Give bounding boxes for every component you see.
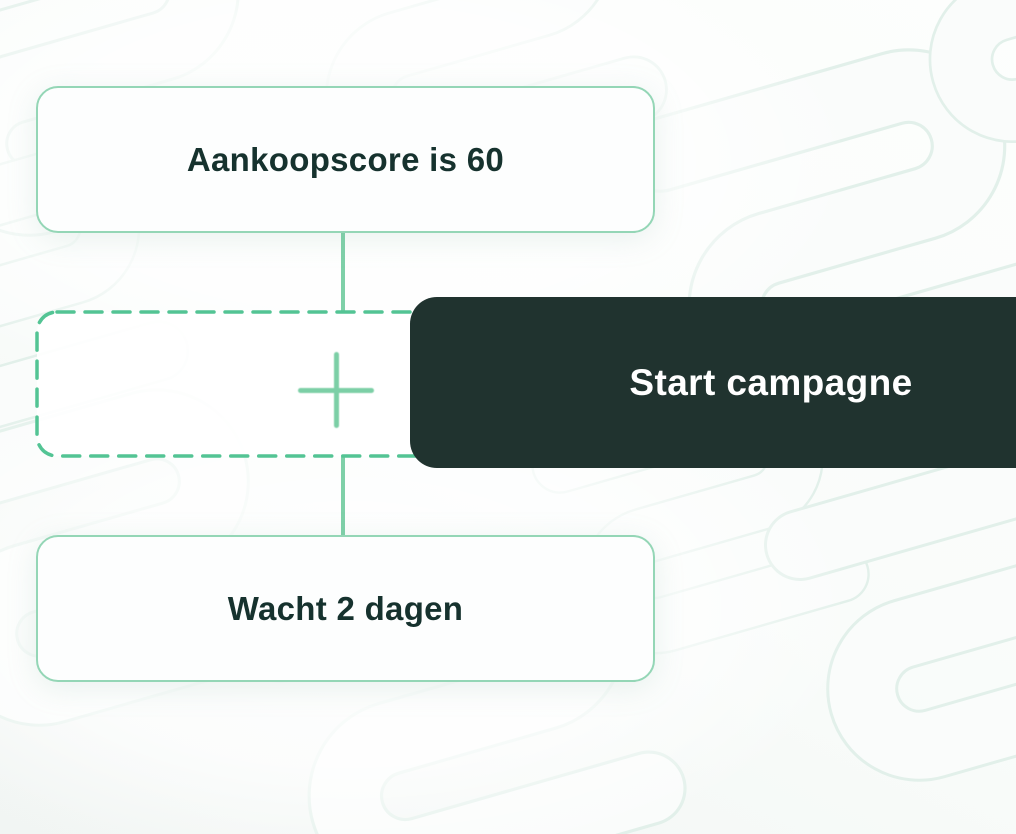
drag-item-start-campagne[interactable]: Start campagne (410, 297, 1016, 468)
plus-icon (298, 352, 374, 428)
trigger-node-label: Aankoopscore is 60 (186, 140, 505, 178)
workflow-node-trigger[interactable]: Aankoopscore is 60 (36, 86, 655, 233)
connector-line-bottom (341, 457, 345, 536)
drag-item-label: Start campagne (629, 361, 913, 403)
wait-node-label: Wacht 2 dagen (227, 589, 464, 627)
workflow-node-wait[interactable]: Wacht 2 dagen (36, 535, 655, 682)
connector-line-top (341, 233, 345, 311)
